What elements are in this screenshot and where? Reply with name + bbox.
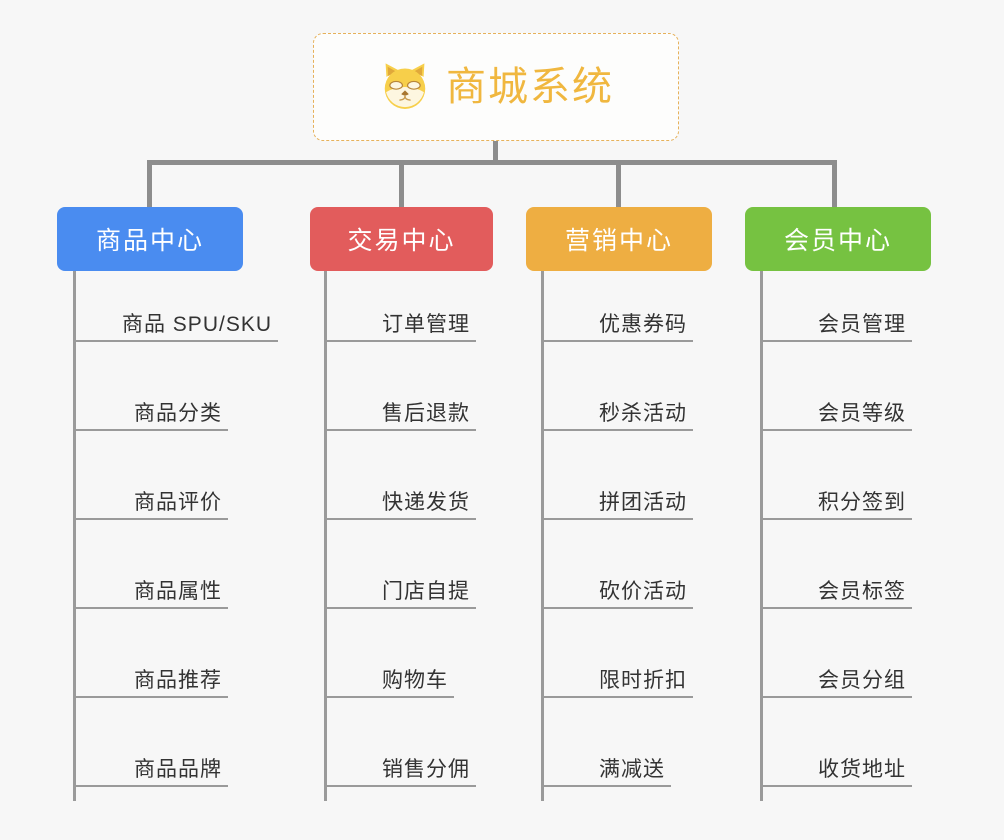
leaf-label: 砍价活动	[599, 579, 687, 603]
leaf-item[interactable]: 会员管理	[760, 274, 912, 342]
leaf-item[interactable]: 收货地址	[760, 719, 912, 787]
leaf-item[interactable]: 订单管理	[324, 274, 476, 342]
leaf-label: 优惠券码	[599, 312, 687, 336]
category-box-transaction[interactable]: 交易中心	[310, 207, 493, 271]
branch-trunk	[541, 271, 544, 801]
category-label: 交易中心	[347, 227, 456, 255]
category-box-marketing[interactable]: 营销中心	[526, 207, 712, 271]
leaf-label: 会员标签	[818, 579, 906, 603]
leaf-item[interactable]: 售后退款	[324, 363, 476, 431]
leaf-item[interactable]: 会员分组	[760, 630, 912, 698]
leaf-item[interactable]: 商品属性	[73, 541, 228, 609]
leaf-item[interactable]: 秒杀活动	[541, 363, 693, 431]
leaf-label: 门店自提	[382, 579, 470, 603]
category-box-commodity[interactable]: 商品中心	[57, 207, 243, 271]
leaf-label: 收货地址	[818, 757, 906, 781]
leaf-label: 快递发货	[382, 490, 470, 514]
root-title: 商城系统	[446, 65, 614, 109]
leaf-label: 商品属性	[134, 579, 222, 603]
leaf-item[interactable]: 商品 SPU/SKU	[73, 274, 278, 342]
leaf-item[interactable]: 满减送	[541, 719, 671, 787]
branch-trunk	[760, 271, 763, 801]
leaf-label: 会员管理	[818, 312, 906, 336]
leaf-item[interactable]: 商品品牌	[73, 719, 228, 787]
leaf-item[interactable]: 会员等级	[760, 363, 912, 431]
leaf-item[interactable]: 积分签到	[760, 452, 912, 520]
connector-drop-1	[147, 160, 152, 208]
leaf-item[interactable]: 砍价活动	[541, 541, 693, 609]
leaf-label: 订单管理	[382, 312, 470, 336]
branch-trunk	[324, 271, 327, 801]
branch-trunk	[73, 271, 76, 801]
connector-drop-2	[399, 160, 404, 208]
shiba-dog-icon	[384, 63, 426, 109]
connector-drop-3	[616, 160, 621, 208]
root-node[interactable]: 商城系统	[313, 33, 679, 141]
connector-drop-4	[832, 160, 837, 208]
leaf-item[interactable]: 商品推荐	[73, 630, 228, 698]
leaf-label: 积分签到	[818, 490, 906, 514]
leaf-label: 会员分组	[818, 668, 906, 692]
category-label: 营销中心	[564, 227, 673, 255]
leaf-label: 拼团活动	[599, 490, 687, 514]
leaf-item[interactable]: 拼团活动	[541, 452, 693, 520]
category-label: 商品中心	[95, 227, 204, 255]
leaf-label: 限时折扣	[599, 668, 687, 692]
leaf-label: 商品评价	[134, 490, 222, 514]
connector-horizontal-bus	[147, 160, 837, 165]
leaf-item[interactable]: 门店自提	[324, 541, 476, 609]
leaf-item[interactable]: 购物车	[324, 630, 454, 698]
leaf-label: 售后退款	[382, 401, 470, 425]
leaf-label: 商品 SPU/SKU	[121, 312, 272, 336]
category-box-member[interactable]: 会员中心	[745, 207, 931, 271]
leaf-item[interactable]: 优惠券码	[541, 274, 693, 342]
leaf-label: 秒杀活动	[599, 401, 687, 425]
leaf-item[interactable]: 快递发货	[324, 452, 476, 520]
category-label: 会员中心	[783, 227, 892, 255]
leaf-label: 会员等级	[818, 401, 906, 425]
leaf-label: 购物车	[382, 668, 448, 692]
connector-root-stem	[493, 141, 498, 165]
leaf-item[interactable]: 商品评价	[73, 452, 228, 520]
leaf-label: 商品分类	[134, 401, 222, 425]
leaf-label: 满减送	[599, 757, 665, 781]
leaf-label: 商品推荐	[134, 668, 222, 692]
leaf-label: 销售分佣	[382, 757, 470, 781]
leaf-item[interactable]: 限时折扣	[541, 630, 693, 698]
leaf-item[interactable]: 销售分佣	[324, 719, 476, 787]
leaf-label: 商品品牌	[134, 757, 222, 781]
leaf-item[interactable]: 会员标签	[760, 541, 912, 609]
leaf-item[interactable]: 商品分类	[73, 363, 228, 431]
